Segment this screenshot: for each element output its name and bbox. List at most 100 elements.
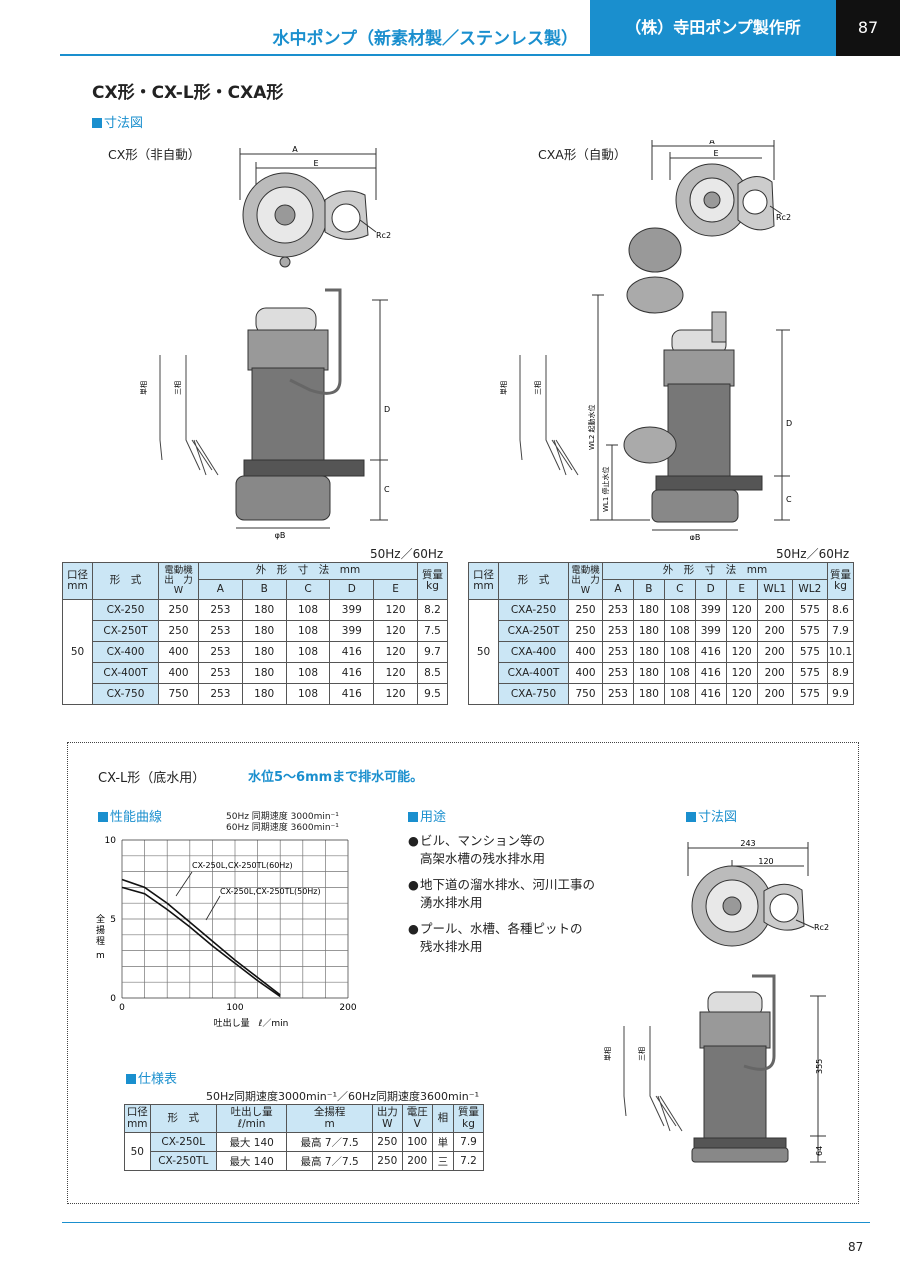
value-cell: 399 bbox=[329, 620, 375, 642]
bore-cell: 50 bbox=[124, 1132, 151, 1171]
bore-cell: 50 bbox=[468, 599, 499, 705]
bullet-icon: ● bbox=[408, 921, 419, 936]
value-cell: 200 bbox=[756, 620, 793, 642]
use-item: ●ビル、マンション等の高架水槽の残水排水用 bbox=[408, 833, 546, 866]
cxa-dim-D-label: D bbox=[786, 419, 792, 428]
use-item: ●プール、水槽、各種ピットの残水排水用 bbox=[408, 921, 583, 954]
value-cell: 最高 7／7.5 bbox=[286, 1151, 373, 1171]
value-cell: 180 bbox=[241, 683, 287, 705]
category-title: 水中ポンプ（新素材製／ステンレス製） bbox=[272, 29, 579, 49]
y-tick-label: 0 bbox=[110, 994, 116, 1004]
value-cell: 100 bbox=[401, 1132, 433, 1152]
model-cell: CXA-750 bbox=[498, 683, 569, 705]
value-cell: 575 bbox=[791, 683, 829, 705]
value-cell: 253 bbox=[602, 683, 634, 705]
cxa-col-header: A bbox=[602, 579, 634, 600]
cxl-rc2-label: Rc2 bbox=[814, 923, 829, 932]
cxa-col-header: B bbox=[632, 579, 665, 600]
value-cell: 180 bbox=[241, 620, 287, 642]
value-cell: 750 bbox=[158, 683, 199, 705]
chart-xlabel: 吐出し量 ℓ／min bbox=[214, 1017, 289, 1029]
legend-50hz: CX-250L,CX-250TL(50Hz) bbox=[220, 887, 321, 896]
cx-dimension-drawing: A E Rc2 D C φB 単相 三相 bbox=[140, 145, 391, 540]
model-cell: CX-400T bbox=[92, 662, 159, 684]
value-cell: 750 bbox=[568, 683, 603, 705]
value-cell: 8.5 bbox=[417, 662, 448, 684]
value-cell: 253 bbox=[198, 662, 243, 684]
cx-col-header: D bbox=[329, 579, 375, 600]
header-rule bbox=[60, 54, 590, 56]
cxl-subtitle: 水位5〜6mmまで排水可能。 bbox=[248, 770, 424, 785]
x-tick-label: 100 bbox=[226, 1003, 243, 1013]
cxa-dim-C-label: C bbox=[786, 495, 792, 504]
value-cell: 7.5 bbox=[417, 620, 448, 642]
dim-B-label: φB bbox=[275, 531, 286, 540]
speed-60hz: 60Hz 同期速度 3600min⁻¹ bbox=[226, 823, 339, 833]
cxl-dim-243: 243 bbox=[740, 839, 755, 848]
value-cell: 575 bbox=[791, 620, 829, 642]
value-cell: 575 bbox=[791, 641, 829, 663]
cx-drawing-label: CX形（非自動） bbox=[108, 147, 201, 162]
value-cell: 7.9 bbox=[827, 620, 854, 642]
dim-C-label: C bbox=[384, 485, 390, 494]
value-cell: 180 bbox=[632, 683, 665, 705]
bore-cell: 50 bbox=[62, 599, 93, 705]
value-cell: 180 bbox=[241, 641, 287, 663]
model-cell: CX-400 bbox=[92, 641, 159, 663]
square-bullet-icon bbox=[686, 812, 696, 822]
cxl-three-phase-label: 三相 bbox=[637, 1047, 646, 1061]
model-cell: CX-250TL bbox=[149, 1151, 217, 1171]
value-cell: 399 bbox=[329, 599, 375, 621]
use-item: ●地下道の溜水排水、河川工事の湧水排水用 bbox=[408, 877, 596, 910]
cxl-dim-64: 64 bbox=[815, 1146, 824, 1156]
cxa-col-header: WL1 bbox=[756, 579, 793, 600]
value-cell: 108 bbox=[285, 620, 331, 642]
cx-col-header: A bbox=[198, 579, 243, 600]
series-line-50hz bbox=[121, 886, 281, 998]
dim-D-label: D bbox=[384, 405, 390, 414]
value-cell: 108 bbox=[285, 662, 331, 684]
single-phase-label: 単相 bbox=[140, 381, 148, 395]
model-cell: CX-250 bbox=[92, 599, 159, 621]
cxa-col-header: C bbox=[663, 579, 696, 600]
spec-freq-label: 50Hz同期速度3000min⁻¹／60Hz同期速度3600min⁻¹ bbox=[206, 1090, 479, 1103]
value-cell: 416 bbox=[694, 641, 727, 663]
value-cell: 108 bbox=[663, 599, 696, 621]
value-cell: 120 bbox=[725, 620, 758, 642]
value-cell: 7.2 bbox=[453, 1151, 484, 1171]
uses-section-label: 用途 bbox=[408, 806, 446, 825]
value-cell: 416 bbox=[694, 683, 727, 705]
value-cell: 400 bbox=[158, 662, 199, 684]
value-cell: 200 bbox=[756, 599, 793, 621]
ylabel-char: 全 bbox=[96, 913, 105, 925]
value-cell: 416 bbox=[329, 662, 375, 684]
value-cell: 8.9 bbox=[827, 662, 854, 684]
cxl-dim-120: 120 bbox=[758, 857, 773, 866]
value-cell: 253 bbox=[602, 662, 634, 684]
value-cell: 120 bbox=[725, 662, 758, 684]
three-phase-label: 三相 bbox=[173, 381, 182, 395]
cxa-dimension-drawing: A E Rc2 WL2 起動水位 WL1 停止水位 D C φB 単相 三相 bbox=[500, 140, 792, 540]
wl2-label: WL2 起動水位 bbox=[587, 405, 596, 451]
value-cell: 108 bbox=[663, 620, 696, 642]
value-cell: 120 bbox=[373, 599, 418, 621]
value-cell: 120 bbox=[725, 641, 758, 663]
value-cell: 108 bbox=[663, 683, 696, 705]
cx-freq-label: 50Hz／60Hz bbox=[370, 547, 444, 561]
th-cxl-phase: 相 bbox=[431, 1104, 455, 1133]
dim-E-label: E bbox=[313, 159, 318, 168]
rc2-label: Rc2 bbox=[376, 231, 391, 240]
dimension-section-label: 寸法図 bbox=[92, 112, 143, 131]
value-cell: 253 bbox=[198, 620, 243, 642]
value-cell: 250 bbox=[568, 620, 603, 642]
